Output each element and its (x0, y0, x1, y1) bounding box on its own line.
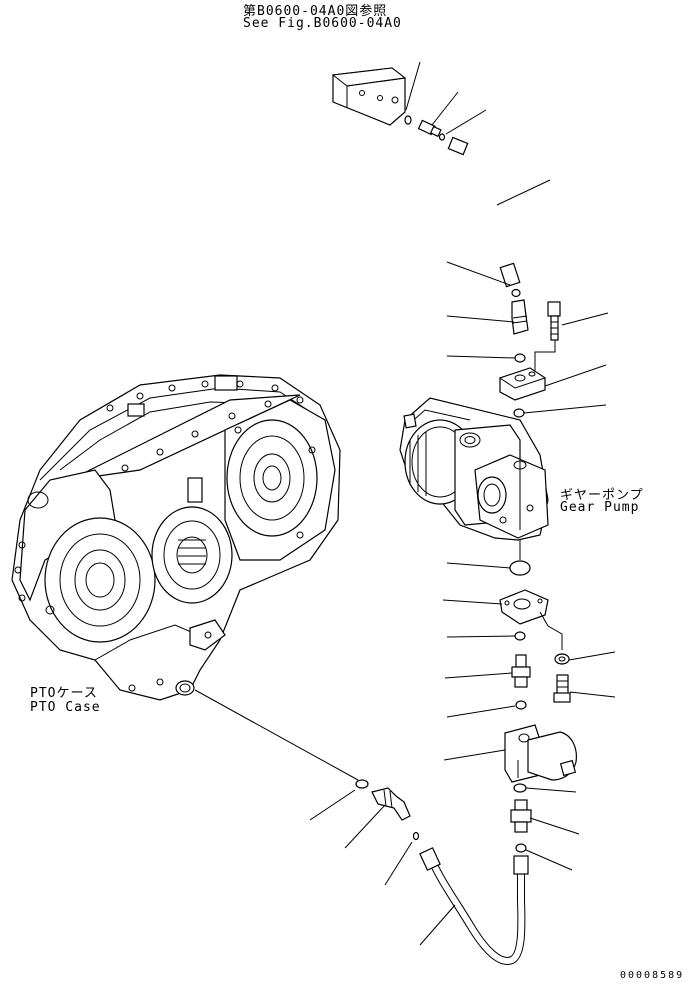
leader-line (194, 689, 359, 781)
drawing-code: 00008589 (620, 970, 685, 981)
leader-line (446, 355, 516, 359)
leader-line (442, 599, 503, 605)
reference-label-en: See Fig.B0600-04A0 (243, 16, 402, 31)
pto-case-label-en: PTO Case (30, 700, 101, 715)
elbow-fitting (371, 787, 411, 821)
o-ring (515, 843, 527, 853)
o-ring (513, 408, 525, 418)
o-ring (404, 115, 412, 125)
leader-line (568, 651, 616, 661)
leader-line (431, 91, 459, 126)
leader-line (384, 841, 413, 886)
split-flange (499, 589, 549, 625)
leader-line (523, 404, 607, 414)
o-ring (511, 288, 521, 298)
gear-pump (399, 397, 549, 541)
flange-block (498, 367, 547, 401)
bolt (547, 301, 561, 341)
o-ring (513, 783, 527, 793)
fitting (417, 119, 442, 138)
leader-line (569, 691, 616, 698)
o-ring (515, 700, 527, 710)
washer (554, 653, 570, 665)
leader-line (446, 705, 516, 718)
leader-line (446, 635, 516, 638)
leader-line (496, 179, 551, 206)
o-ring (514, 353, 526, 363)
leader-line (405, 61, 421, 111)
adapter (511, 299, 529, 335)
leader-line (539, 611, 563, 650)
pto-case (11, 374, 341, 701)
leader-line (544, 364, 607, 387)
reference-label-jp: 第B0600-04A0図参照 (243, 4, 388, 19)
leader-line (525, 787, 577, 793)
leader-line (446, 562, 511, 569)
leader-line (534, 340, 556, 372)
pto-case-label-jp: PTOケース (30, 686, 98, 701)
gasket (509, 560, 531, 576)
leader-line (444, 672, 513, 679)
o-ring (412, 831, 420, 841)
bolt (553, 674, 571, 703)
leader-line (561, 312, 609, 326)
lower-hose (419, 847, 529, 965)
leader-line (344, 804, 386, 849)
connector-block (331, 67, 407, 126)
o-ring (438, 133, 446, 141)
leader-line (446, 315, 515, 323)
leader-line (419, 904, 456, 946)
upper-hose (447, 136, 521, 288)
o-ring (355, 779, 369, 789)
gear-pump-label-jp: ギヤーポンプ (560, 488, 644, 503)
valve (504, 724, 577, 783)
leader-line (445, 109, 487, 135)
gear-pump-label-en: Gear Pump (560, 500, 640, 515)
connector-fitting (510, 799, 532, 833)
leader-line (446, 261, 511, 286)
leader-line (309, 789, 356, 821)
leader-line (525, 849, 573, 871)
o-ring (514, 631, 526, 641)
connector-fitting (511, 654, 531, 688)
leader-line (529, 817, 580, 835)
leader-line (443, 749, 506, 761)
